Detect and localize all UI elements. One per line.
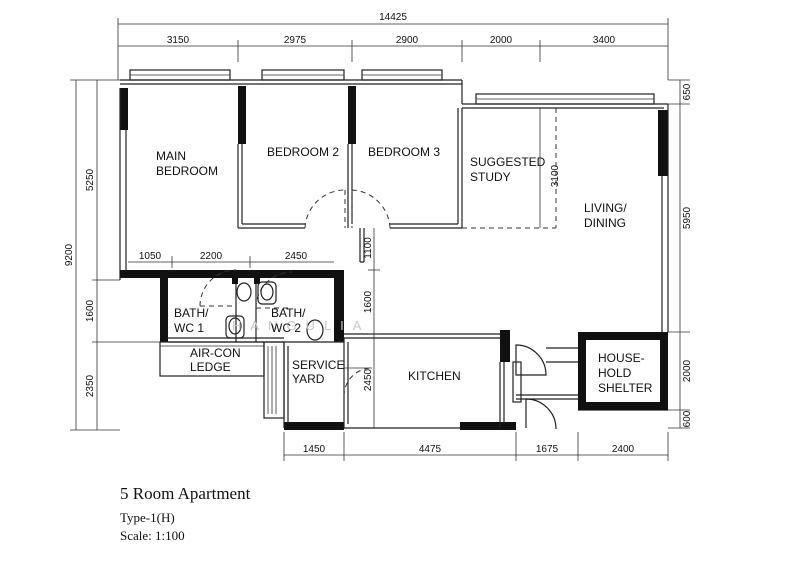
overall-width-label: 14425 xyxy=(379,12,407,23)
service-yard-label-line2: YARD xyxy=(292,372,325,386)
left-dim-3: 2350 xyxy=(85,374,96,397)
bath2-label-line2: WC 2 xyxy=(271,321,301,335)
overall-height-label: 9200 xyxy=(64,243,75,266)
shelter-label-line3: SHELTER xyxy=(598,381,653,395)
service-yard-label-line1: SERVICE xyxy=(292,358,344,372)
bottom-dimensions: 1450 4475 1675 2400 xyxy=(283,432,669,461)
top-dim-1: 3150 xyxy=(167,35,190,46)
interior-walls xyxy=(168,86,668,428)
dim-1600: 1600 xyxy=(363,290,374,313)
shelter-label-line2: HOLD xyxy=(598,366,632,380)
main-bedroom-label-line2: BEDROOM xyxy=(156,164,218,178)
right-dim-2: 5950 xyxy=(682,206,693,229)
fixtures xyxy=(225,281,522,403)
dim-2450-vertical: 2450 xyxy=(363,368,374,391)
doors xyxy=(199,189,578,430)
bottom-dim-3: 1675 xyxy=(536,444,559,455)
room-labels: MAIN BEDROOM BEDROOM 2 BEDROOM 3 SUGGEST… xyxy=(156,145,653,395)
right-dim-3: 2000 xyxy=(682,359,693,382)
left-dim-2: 1600 xyxy=(85,299,96,322)
bedroom-2-label: BEDROOM 2 xyxy=(267,145,339,159)
interior-dimensions: 1050 2200 2450 3100 1100 1600 2450 xyxy=(128,108,561,428)
top-dim-2: 2975 xyxy=(284,35,307,46)
windows xyxy=(129,69,655,105)
dim-3100: 3100 xyxy=(550,164,561,187)
top-dim-4: 2000 xyxy=(490,35,513,46)
title-block: 5 Room Apartment Type-1(H) Scale: 1:100 xyxy=(120,484,251,543)
bottom-dim-1: 1450 xyxy=(303,444,326,455)
dim-1100: 1100 xyxy=(363,237,374,259)
top-dim-5: 3400 xyxy=(593,35,616,46)
outer-walls xyxy=(119,79,669,430)
bath2-label-line1: BATH/ xyxy=(271,306,306,320)
main-bedroom-label-line1: MAIN xyxy=(156,149,186,163)
watermark: HANGULIA xyxy=(232,318,370,333)
right-dimensions: 650 5950 2000 600 xyxy=(668,79,693,429)
right-dim-4: 600 xyxy=(682,410,693,427)
aircon-ledge xyxy=(159,341,285,419)
study-label-line1: SUGGESTED xyxy=(470,155,546,169)
top-dim-3: 2900 xyxy=(396,35,419,46)
living-label-line2: DINING xyxy=(584,216,626,230)
bottom-dim-4: 2400 xyxy=(612,444,635,455)
kitchen-label: KITCHEN xyxy=(408,369,461,383)
left-dimensions: 9200 5250 1600 2350 xyxy=(64,79,160,431)
dim-2450-horizontal: 2450 xyxy=(285,251,308,262)
plan-type: Type-1(H) xyxy=(120,510,175,525)
study-label-line2: STUDY xyxy=(470,170,511,184)
left-dim-1: 5250 xyxy=(85,168,96,191)
shelter-label-line1: HOUSE- xyxy=(598,351,645,365)
aircon-label-line2: LEDGE xyxy=(190,360,231,374)
plan-scale: Scale: 1:100 xyxy=(120,528,185,543)
bath1-label-line1: BATH/ xyxy=(174,306,209,320)
dim-2200: 2200 xyxy=(200,251,223,262)
plan-title: 5 Room Apartment xyxy=(120,484,251,503)
aircon-label-line1: AIR-CON xyxy=(190,346,241,360)
bottom-dim-2: 4475 xyxy=(419,444,442,455)
dim-1050: 1050 xyxy=(139,251,162,262)
bedroom-3-label: BEDROOM 3 xyxy=(368,145,440,159)
bath1-label-line2: WC 1 xyxy=(174,321,204,335)
top-dimensions: 14425 3150 2975 2900 2000 3400 xyxy=(117,12,669,80)
right-dim-1: 650 xyxy=(682,83,693,100)
living-label-line1: LIVING/ xyxy=(584,201,627,215)
